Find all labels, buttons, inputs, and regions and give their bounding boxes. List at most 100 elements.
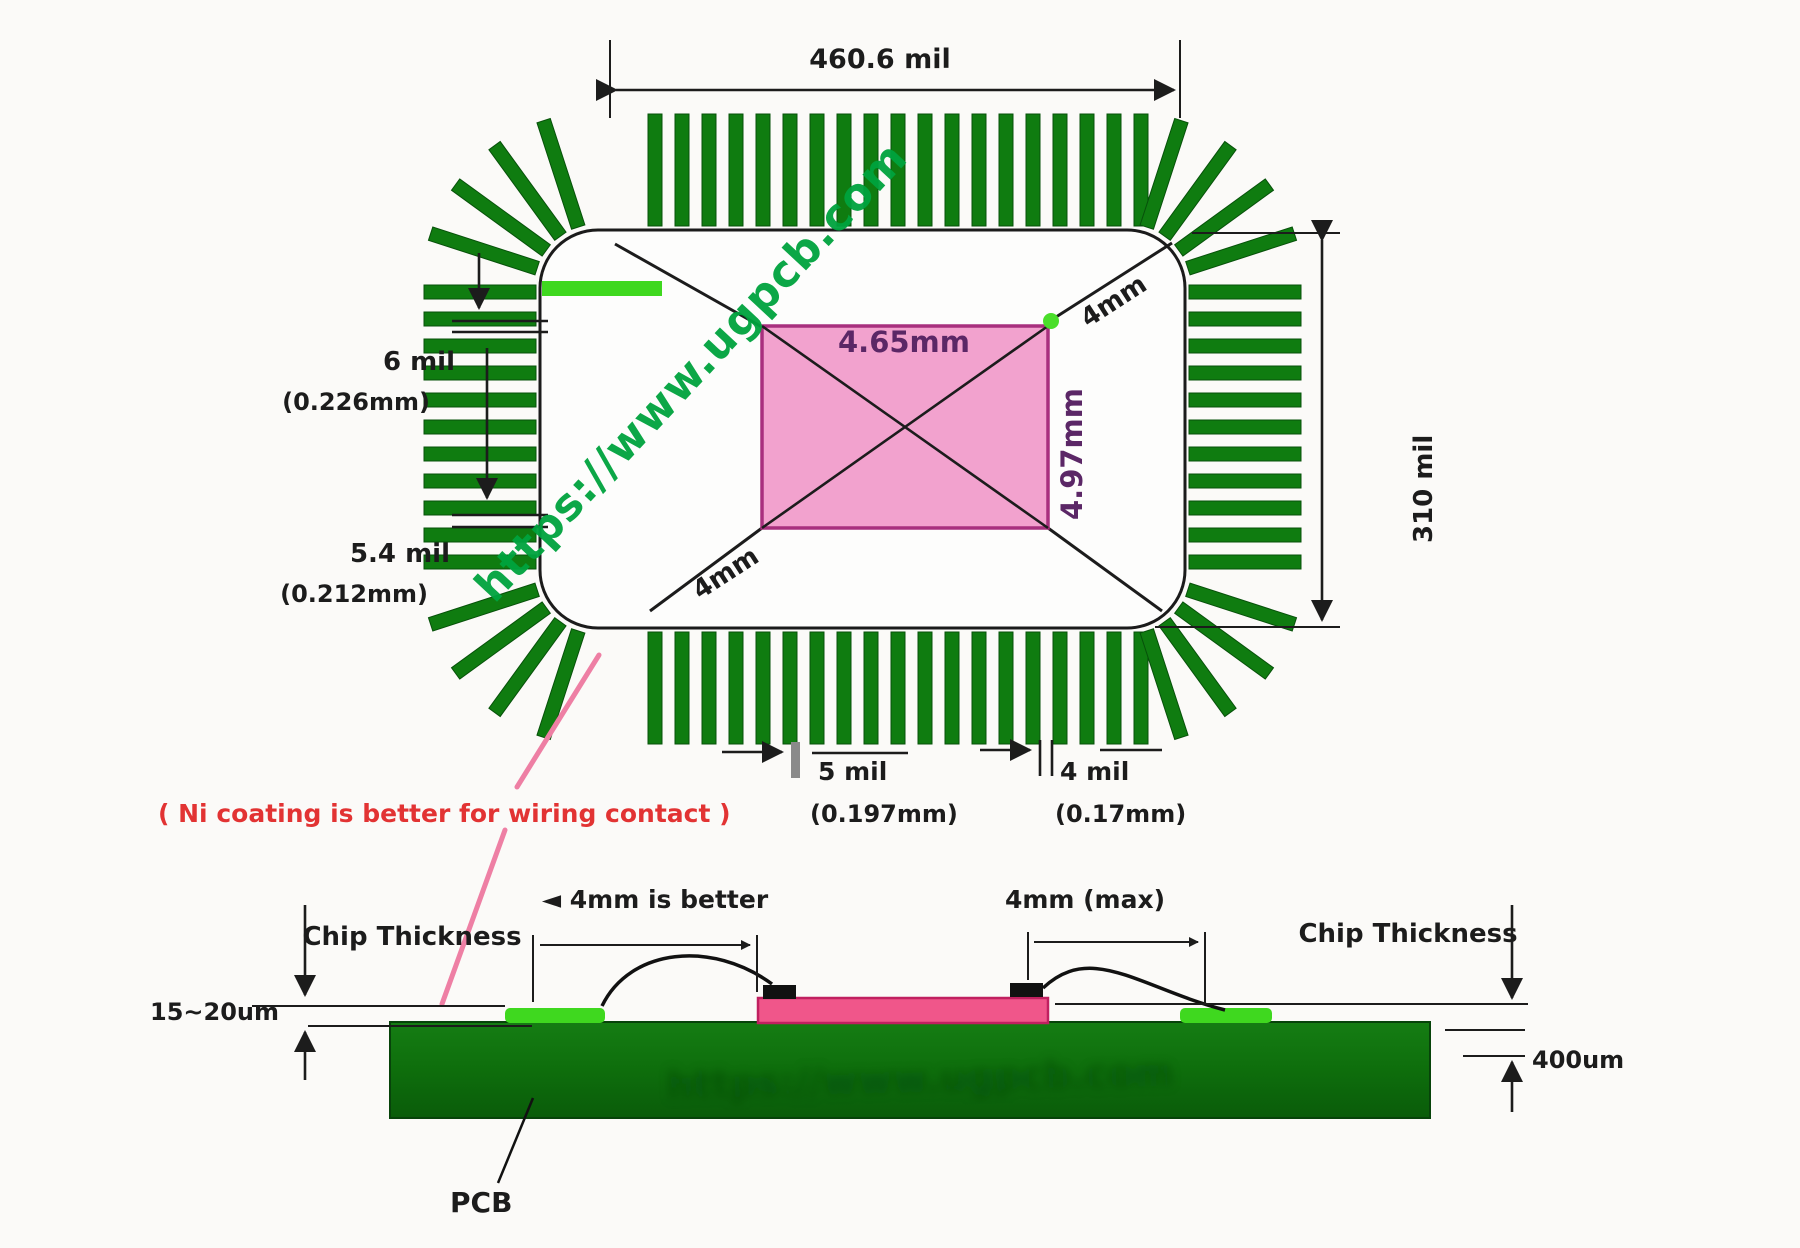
pcb-label: PCB [450, 1186, 512, 1219]
pitch-right-mm: (0.17mm) [1055, 800, 1186, 828]
chip-bump-left [763, 985, 796, 999]
dimension-top-width: 460.6 mil [596, 40, 1181, 118]
dimension-right-height: 310 mil [1155, 220, 1439, 628]
bonding-finger [1139, 117, 1189, 230]
bonding-finger [1188, 527, 1302, 543]
dimension-pitch-left: 5 mil (0.197mm) [722, 741, 958, 828]
bonding-finger [971, 113, 987, 227]
bonding-finger [1185, 582, 1298, 632]
bonding-finger [1188, 311, 1302, 327]
cross-section: https://www.ugpcb.com ◄ 4mm is better 4m… [150, 885, 1624, 1219]
bonding-finger [647, 631, 663, 745]
die-height-label: 4.97mm [1055, 388, 1089, 520]
bonding-finger [423, 311, 537, 327]
bonding-finger [1158, 616, 1237, 718]
bonding-finger [423, 500, 537, 516]
bonding-finger [701, 113, 717, 227]
pad-width-mm: (0.226mm) [282, 388, 430, 416]
bonding-finger [1188, 338, 1302, 354]
bonding-finger [1079, 631, 1095, 745]
highlighted-bonding-finger [542, 281, 662, 296]
board-thickness-label: 400um [1532, 1046, 1624, 1074]
bond-wire-right [1041, 966, 1226, 1012]
bonding-finger [917, 113, 933, 227]
bonding-finger [423, 554, 537, 570]
bonding-finger [701, 631, 717, 745]
bonding-finger [488, 616, 567, 718]
bonding-finger [423, 419, 537, 435]
dimension-pitch-right: 4 mil (0.17mm) [980, 739, 1186, 828]
bonding-finger [1188, 392, 1302, 408]
bonding-finger [728, 631, 744, 745]
bonding-finger [536, 628, 586, 741]
pitch-left-mm: (0.197mm) [810, 800, 958, 828]
bonding-finger [1188, 473, 1302, 489]
bonding-finger [1133, 113, 1149, 227]
bonding-finger [1188, 554, 1302, 570]
bonding-finger [423, 446, 537, 462]
dimension-pad-gap: 5.4 mil (0.212mm) [280, 348, 548, 608]
green-dot-marker [1043, 313, 1059, 329]
bonding-finger [782, 631, 798, 745]
die-corner-diagonals [614, 241, 1173, 613]
die-width-label: 4.65mm [838, 325, 970, 359]
wire-right-label: 4mm (max) [1005, 885, 1165, 914]
dimension-wire-right: 4mm (max) [1005, 885, 1206, 1004]
bonding-finger [944, 113, 960, 227]
right-height-value: 310 mil [1409, 435, 1439, 543]
bonding-finger [450, 601, 552, 680]
bonding-finger [1106, 631, 1122, 745]
chip-bump-right [1010, 983, 1043, 997]
bonding-finger [1139, 628, 1189, 741]
bonding-finger [1052, 113, 1068, 227]
bonding-finger [423, 473, 537, 489]
bond-wire-left [600, 954, 774, 1007]
dimension-chip-thickness-left: Chip Thickness 15~20um [150, 905, 532, 1080]
top-width-value: 460.6 mil [809, 44, 950, 75]
dimension-chip-thickness-right: Chip Thickness 400um [1055, 905, 1624, 1112]
bonding-finger [427, 226, 540, 276]
chip [756, 996, 1050, 1025]
bonding-finger [1025, 113, 1041, 227]
bonding-finger [1188, 284, 1302, 300]
bonding-finger [809, 113, 825, 227]
bonding-finger [1188, 500, 1302, 516]
pad-gap-mm: (0.212mm) [280, 580, 428, 608]
bond-pad-left [505, 1008, 605, 1023]
bonding-finger [1079, 113, 1095, 227]
bonding-finger [1188, 419, 1302, 435]
bonding-finger [1188, 365, 1302, 381]
bonding-finger [1133, 631, 1149, 745]
bonding-finger [836, 631, 852, 745]
ni-coating-note: ( Ni coating is better for wiring contac… [158, 799, 731, 828]
bonding-finger [1173, 601, 1275, 680]
bonding-finger [488, 140, 567, 242]
bonding-fingers [423, 113, 1302, 745]
bonding-finger [836, 113, 852, 227]
pitch-left-mil: 5 mil [818, 757, 887, 786]
bonding-finger [809, 631, 825, 745]
bonding-finger [944, 631, 960, 745]
dimension-pad-width: 6 mil (0.226mm) [282, 253, 548, 416]
pad-thickness-label: 15~20um [150, 998, 279, 1026]
bonding-finger [450, 178, 552, 257]
bonding-finger [971, 631, 987, 745]
callout-lines [439, 652, 602, 1007]
die-area: 4.65mm 4.97mm [760, 313, 1089, 530]
bond-pad-right [1180, 1008, 1272, 1023]
bonding-finger [1158, 140, 1237, 242]
bonding-finger [755, 631, 771, 745]
bonding-finger [427, 582, 540, 632]
bonding-finger [423, 392, 537, 408]
bonding-finger [782, 113, 798, 227]
wire-left-label: ◄ 4mm is better [542, 885, 769, 914]
dimension-wire-left: ◄ 4mm is better [532, 885, 769, 1002]
pitch-right-mil: 4 mil [1060, 757, 1129, 786]
bonding-finger [890, 631, 906, 745]
bonding-finger [998, 113, 1014, 227]
bonding-finger [1188, 446, 1302, 462]
bonding-finger [755, 113, 771, 227]
pad-width-mil: 6 mil [383, 347, 455, 377]
